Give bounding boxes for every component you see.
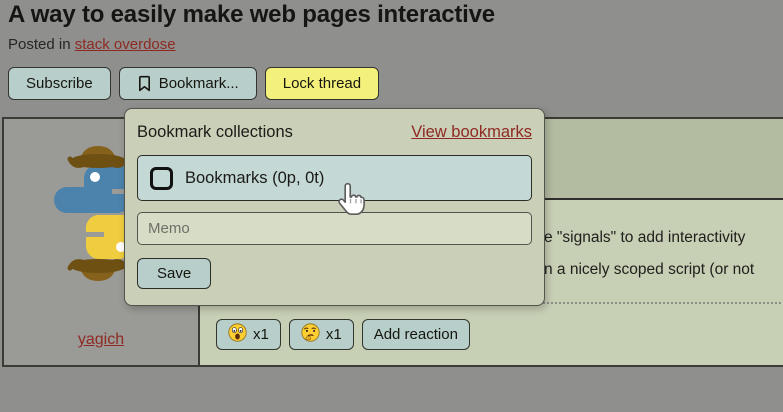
author-username-link[interactable]: yagich xyxy=(77,331,125,348)
reactions-bar: x1 x1 Add reaction xyxy=(216,319,470,350)
reaction-thinking-button[interactable]: x1 xyxy=(288,319,354,350)
subscribe-button[interactable]: Subscribe xyxy=(8,67,111,100)
thinking-emoji-icon xyxy=(301,323,320,346)
bookmark-button-label: Bookmark... xyxy=(158,75,239,92)
bookmark-icon xyxy=(137,75,152,92)
popup-title: Bookmark collections xyxy=(137,123,293,141)
popup-header: Bookmark collections View bookmarks xyxy=(137,123,532,142)
lock-thread-button[interactable]: Lock thread xyxy=(264,67,380,100)
add-reaction-button[interactable]: Add reaction xyxy=(361,319,470,350)
thread-header: A way to easily make web pages interacti… xyxy=(8,0,495,100)
post-body-line-2: n a nicely scoped script (or not xyxy=(544,261,755,278)
memo-input[interactable] xyxy=(137,212,532,245)
community-link[interactable]: stack overdose xyxy=(74,36,176,53)
posted-prefix: Posted in xyxy=(8,36,75,53)
surprised-emoji-icon xyxy=(228,323,247,346)
reaction-count: x1 xyxy=(325,326,342,343)
posted-in-line: Posted in stack overdose xyxy=(8,36,495,53)
save-button-label: Save xyxy=(157,265,192,282)
collection-checkbox[interactable] xyxy=(150,166,173,190)
bookmark-collection-row[interactable]: Bookmarks (0p, 0t) xyxy=(137,155,532,201)
subscribe-button-label: Subscribe xyxy=(26,75,93,92)
save-button[interactable]: Save xyxy=(137,258,212,289)
lock-thread-button-label: Lock thread xyxy=(282,75,362,92)
add-reaction-label: Add reaction xyxy=(373,326,458,343)
reaction-surprised-button[interactable]: x1 xyxy=(216,319,281,350)
page-title: A way to easily make web pages interacti… xyxy=(8,1,495,28)
bookmark-button[interactable]: Bookmark... xyxy=(118,67,257,100)
bookmark-collections-popup: Bookmark collections View bookmarks Book… xyxy=(124,108,545,306)
post-body-line-1: e "signals" to add interactivity xyxy=(544,229,746,246)
view-bookmarks-link[interactable]: View bookmarks xyxy=(411,123,532,141)
collection-label: Bookmarks (0p, 0t) xyxy=(185,168,325,187)
reaction-count: x1 xyxy=(253,326,269,343)
thread-toolbar: Subscribe Bookmark... Lock thread xyxy=(8,67,495,100)
